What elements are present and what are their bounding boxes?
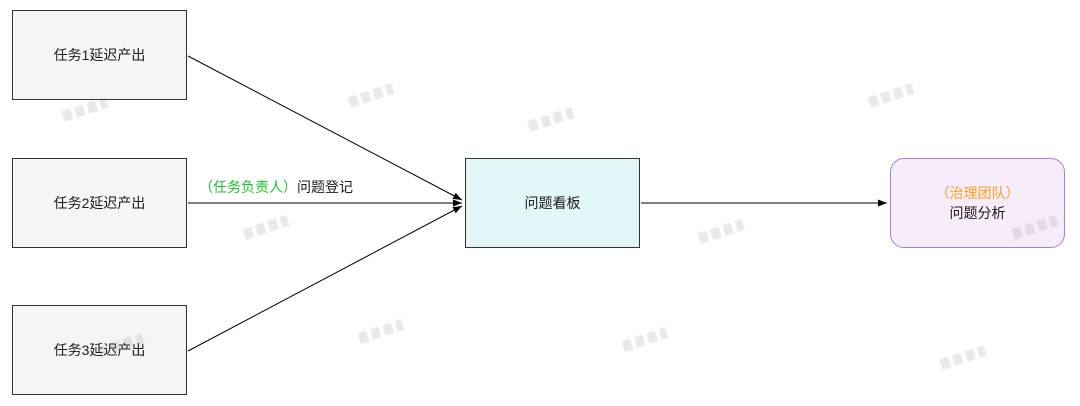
node-task3: 任务3延迟产出 [12, 305, 187, 395]
node-task2: 任务2延迟产出 [12, 158, 187, 248]
watermark [357, 319, 405, 344]
edge-task3-to-kanban [187, 205, 463, 352]
node-task2-label: 任务2延迟产出 [53, 194, 146, 211]
node-analysis-actor: （治理团队） [935, 184, 1020, 201]
node-kanban-label: 问题看板 [524, 194, 581, 211]
edge-label-actor: （任务负责人） [199, 179, 297, 195]
node-analysis-action: 问题分析 [949, 205, 1006, 221]
node-kanban: 问题看板 [465, 158, 640, 248]
watermark [61, 97, 109, 122]
edge-label-problem-registration: （任务负责人）问题登记 [197, 177, 355, 197]
node-task1: 任务1延迟产出 [12, 10, 187, 100]
watermark [527, 107, 575, 132]
watermark [867, 83, 915, 108]
node-analysis: （治理团队） 问题分析 [890, 158, 1065, 248]
watermark [939, 345, 987, 370]
watermark [697, 219, 745, 244]
watermark [347, 83, 395, 108]
edge-label-action: 问题登记 [297, 179, 353, 195]
watermark [242, 215, 290, 240]
node-task3-label: 任务3延迟产出 [53, 341, 146, 358]
watermark [621, 327, 669, 352]
node-task1-label: 任务1延迟产出 [53, 46, 146, 63]
